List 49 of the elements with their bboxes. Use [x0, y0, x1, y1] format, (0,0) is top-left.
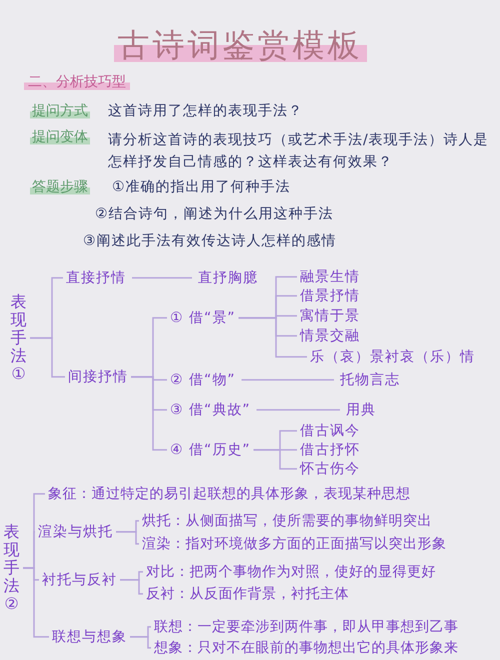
bracket-line: [120, 579, 143, 595]
definition-text: 想象：只对不在眼前的事物想出它的具体形象来: [154, 640, 458, 656]
step-text: ③阐述此手法有效传达诗人怎样的感情: [83, 233, 337, 250]
vertical-heading: 表现手法②: [3, 523, 20, 613]
branch-label: 衬托与反衬: [42, 572, 117, 588]
branch-label: 联想与想象: [52, 628, 127, 646]
question-text: 这首诗用了怎样的表现手法？: [108, 103, 303, 120]
definition-text: 联想：一定要牵涉到两件事，即从甲事想到乙事: [154, 618, 458, 636]
section-heading: 二、分析技巧型: [24, 74, 130, 91]
question-tag: 提问变体: [30, 129, 90, 146]
branch-label: 直接抒情: [66, 270, 126, 286]
bracket-line: [30, 337, 65, 378]
step-text: ①准确的指出用了何种手法: [112, 179, 291, 196]
bracket-line: [131, 376, 167, 451]
branch-label: ④ 借“历史”: [170, 442, 251, 458]
leaf-text: 借古抒怀: [300, 442, 360, 458]
branch-label: ③ 借“典故”: [170, 402, 251, 418]
leaf-text: 借古讽今: [300, 422, 360, 440]
connector-line: [242, 379, 334, 381]
definition-text: 渲染：指对环境做多方面的正面描写以突出形象: [142, 536, 446, 552]
bracket-line: [130, 636, 151, 649]
connector-line: [132, 277, 192, 279]
branch-label: 间接抒情: [68, 368, 128, 386]
branch-label: ② 借“物”: [170, 372, 236, 388]
leaf-text: 乐（哀）景衬哀（乐）情: [310, 348, 475, 366]
vertical-heading: 表现手法①: [10, 293, 27, 383]
connector-line: [256, 409, 340, 411]
leaf-text: 情景交融: [300, 328, 360, 344]
bracket-line: [254, 449, 297, 470]
leaf-text: 寓情于景: [300, 308, 360, 324]
question-text: 请分析这首诗的表现技巧（或艺术手法/表现手法）诗人是怎样抒发自己情感的？这样表达有何效果？: [108, 131, 490, 172]
branch-label: ① 借“景”: [170, 310, 236, 326]
leaf-text: 托物言志: [340, 372, 400, 388]
bracket-line: [116, 531, 139, 545]
definition-text: 烘托：从侧面描写，使所需要的事物鲜明突出: [142, 512, 432, 530]
definition-text: 对比：把两个事物作为对照，使好的显得更好: [146, 564, 436, 580]
definition-text: 反衬：从反面作背景，衬托主体: [146, 586, 349, 602]
branch-label: 渲染与烘托: [38, 524, 113, 540]
leaf-text: 融景生情: [300, 268, 360, 286]
leaf-text: 怀古伤今: [300, 460, 360, 478]
step-text: ②结合诗句，阐述为什么用这种手法: [95, 206, 334, 223]
leaf-text: 借景抒情: [300, 288, 360, 304]
leaf-text: 直抒胸臆: [198, 270, 258, 286]
question-tag: 答题步骤: [30, 179, 90, 196]
bracket-line: [23, 567, 49, 638]
leaf-text: 用典: [346, 402, 376, 418]
definition-text: 象征：通过特定的易引起联想的具体形象，表现某种思想: [48, 486, 410, 502]
bracket-line: [238, 317, 307, 358]
question-tag: 提问方式: [30, 103, 90, 120]
